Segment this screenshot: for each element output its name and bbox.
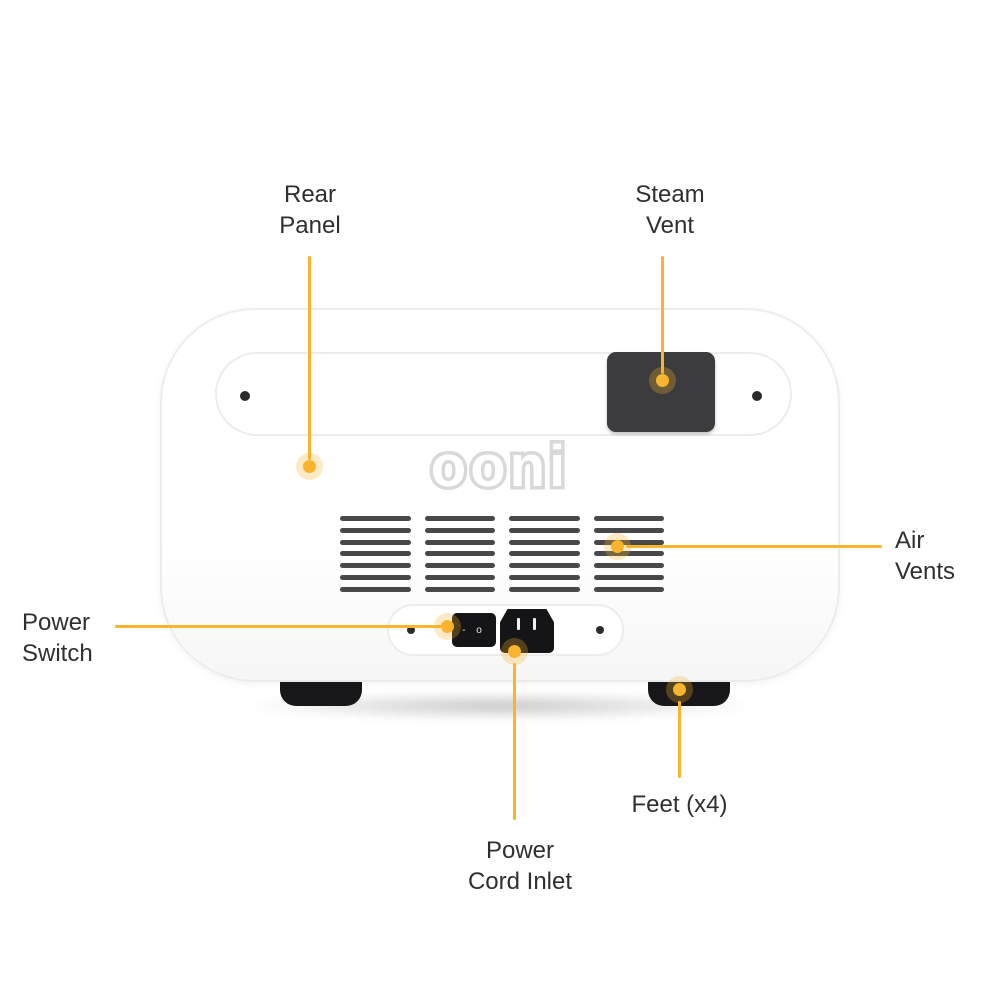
vent-slat [593,527,664,533]
air-vents-grid [340,516,664,592]
vent-slat [340,551,411,557]
vent-slat [509,516,580,521]
steam-vent-dot [656,374,669,387]
vent-slat [509,586,580,592]
vent-slat [424,551,495,557]
inlet-slot [533,618,536,630]
vent-slat [509,551,580,557]
vent-slat [593,575,664,581]
air-vents-label: Air Vents [895,527,956,585]
vent-slat [340,539,411,545]
vent-column [424,516,495,592]
vent-slat [424,563,495,569]
rear-panel-line [308,256,311,460]
vent-slat [509,527,580,533]
vent-column [509,516,580,592]
vent-slat [509,539,580,545]
vent-slat [424,575,495,581]
vent-slat [340,516,411,521]
vent-slat [509,563,580,569]
feet-line [678,701,681,778]
panel-screw-right [596,626,604,634]
power-switch-label: Power Switch [22,609,93,667]
brand-logo: ooni [427,434,570,499]
screw-left [240,391,250,401]
power-switch-marks: - o [462,624,486,636]
panel-screw-left [407,626,415,634]
vent-slat [593,586,664,592]
rear-panel-label: Rear Panel [279,181,341,239]
air-vents-line [626,545,882,548]
vent-slat [593,516,664,521]
power-cord-inlet-dot [508,645,521,658]
power-cord-inlet-line [513,663,516,820]
device-body: ooni - o [160,308,840,682]
air-vents-dot [611,540,624,553]
vent-slat [340,527,411,533]
vent-slat [424,516,495,521]
power-switch-line [115,625,443,628]
screw-right [752,391,762,401]
vent-slat [424,527,495,533]
vent-slat [340,563,411,569]
vent-slat [593,551,664,557]
vent-column [340,516,411,592]
inlet-slot [517,618,520,630]
vent-slat [593,563,664,569]
power-panel: - o [387,604,624,656]
vent-slat [424,539,495,545]
vent-slat [593,539,664,545]
vent-column [593,516,664,592]
rear-panel-dot [303,460,316,473]
power-switch: - o [452,613,496,647]
power-cord-inlet [500,609,554,653]
steam-vent-line [661,256,664,374]
steam-vent-label: Steam Vent [635,181,705,239]
vent-slat [340,586,411,592]
feet-label: Feet (x4) [631,791,728,818]
feet-dot [673,683,686,696]
power-cord-inlet-label: Power Cord Inlet [467,837,573,895]
vent-slat [340,575,411,581]
vent-slat [509,575,580,581]
vent-slat [424,586,495,592]
power-switch-dot [441,620,454,633]
